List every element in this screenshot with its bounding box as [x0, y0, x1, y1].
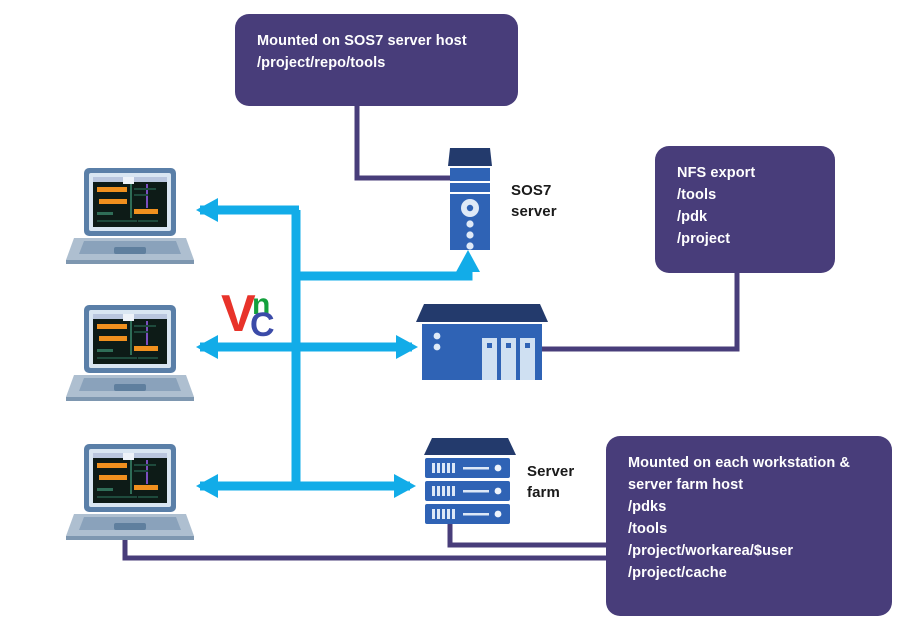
callout-workstation-mount: Mounted on each workstation & server far…	[606, 436, 892, 616]
connector-sos7-mount	[354, 104, 470, 181]
callout-sos7-mount-line-1: Mounted on SOS7 server host	[257, 33, 467, 49]
vnc-logo: V n C	[221, 285, 275, 342]
callout-workstation-mount-line-2: server farm host	[628, 477, 744, 493]
callout-nfs-export-line-2: /tools	[677, 187, 717, 203]
callout-nfs-export-line-1: NFS export	[677, 165, 756, 181]
arrowhead-top-left	[196, 198, 218, 222]
callout-sos7-mount: Mounted on SOS7 server host /project/rep…	[235, 14, 518, 106]
callout-workstation-mount-line-4: /tools	[628, 521, 668, 537]
laptop-icon	[66, 444, 194, 540]
vnc-logo-letter-n: n	[252, 288, 270, 321]
arrowhead-middle-left	[196, 335, 218, 359]
laptop-icon	[66, 305, 194, 401]
vnc-branch-sos7	[296, 258, 473, 281]
callout-nfs-export-line-3: /pdk	[677, 209, 708, 225]
label-server-farm-line-1: Server	[527, 463, 575, 480]
callout-nfs-export: NFS export /tools /pdk /project	[655, 146, 835, 273]
label-server-farm: Server farm	[527, 461, 574, 503]
arrowhead-sos7-up	[456, 250, 480, 272]
connector-workstation-mount	[122, 536, 608, 561]
vnc-logo-letter-c: C	[250, 306, 275, 342]
laptop-icon	[66, 168, 194, 264]
callout-nfs-export-line-4: /project	[677, 231, 731, 247]
arrowhead-middle-right	[396, 335, 418, 359]
callout-workstation-mount-line-1: Mounted on each workstation &	[628, 455, 851, 471]
callout-workstation-mount-line-3: /pdks	[628, 499, 667, 515]
connector-serverfarm-mount	[447, 516, 608, 548]
label-sos7-server-line-2: server	[511, 203, 557, 220]
desktop-server-icon	[416, 304, 548, 380]
rack-server-icon	[424, 438, 516, 524]
callout-workstation-mount-line-5: /project/workarea/$user	[628, 543, 794, 559]
tower-server-icon	[448, 148, 492, 250]
callout-sos7-mount-line-2: /project/repo/tools	[257, 55, 386, 71]
label-sos7-server-line-1: SOS7	[511, 182, 552, 199]
arrowhead-bottom-left	[196, 474, 218, 498]
arrowhead-bottom-right	[394, 474, 416, 498]
label-sos7-server: SOS7 server	[511, 180, 557, 222]
label-server-farm-line-2: farm	[527, 484, 560, 501]
vnc-logo-letter-v: V	[221, 285, 256, 342]
connector-nfs-export	[520, 272, 740, 352]
callout-workstation-mount-line-6: /project/cache	[628, 565, 727, 581]
